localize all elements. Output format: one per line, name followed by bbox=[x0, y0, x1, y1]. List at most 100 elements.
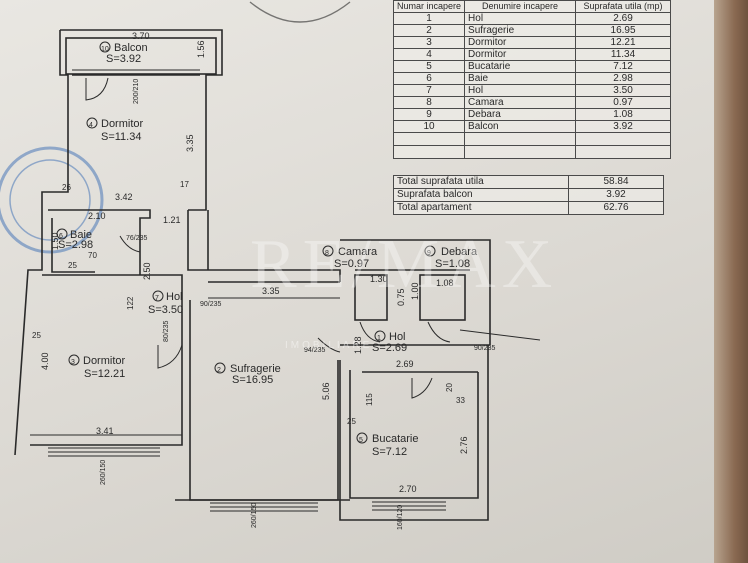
cell-name: Bucatarie bbox=[464, 60, 577, 73]
dimension-labels: 3.70 1.56 3.35 3.42 2.10 1.21 1.50 2.50 … bbox=[32, 31, 496, 530]
dim-label: 1.30 bbox=[370, 274, 388, 284]
room-10: 10 Balcon S=3.92 bbox=[99, 41, 148, 65]
room-name: Debara bbox=[441, 246, 478, 258]
dim-label: 260/150 bbox=[251, 503, 258, 528]
dim-label: 90/235 bbox=[200, 301, 222, 308]
watermark-logo: RE/MAX bbox=[250, 226, 559, 303]
room-name: Baie bbox=[70, 229, 92, 241]
background-edge bbox=[714, 0, 748, 563]
dim-label: 4.00 bbox=[40, 352, 50, 370]
cell-area: 1.08 bbox=[575, 108, 672, 121]
cell-area: 3.92 bbox=[575, 120, 672, 133]
dim-label: 200/210 bbox=[133, 79, 140, 104]
cell-area: 12.21 bbox=[575, 36, 672, 49]
room-area: S=12.21 bbox=[84, 368, 125, 380]
stamp-left bbox=[0, 146, 104, 254]
cell-area: 7.12 bbox=[575, 60, 672, 73]
table-blank-row bbox=[392, 132, 672, 146]
room-8: 8 Camara S=0.97 bbox=[322, 245, 378, 270]
room-area: S=3.50 bbox=[148, 304, 183, 316]
dim-label: 25 bbox=[68, 261, 77, 270]
room-area: S=0.97 bbox=[334, 258, 369, 270]
room-name: Dormitor bbox=[83, 355, 126, 367]
col-header-name: Denumire incapere bbox=[464, 0, 577, 13]
dim-label: 2.76 bbox=[459, 436, 469, 454]
totals-label: Suprafata balcon bbox=[393, 188, 569, 202]
dim-label: 260/150 bbox=[100, 460, 107, 485]
totals-label: Total suprafata utila bbox=[393, 175, 569, 189]
room-name: Bucatarie bbox=[372, 433, 418, 445]
room-area: S=2.98 bbox=[58, 239, 93, 251]
room-area: S=11.34 bbox=[101, 131, 141, 143]
room-area: S=2.69 bbox=[372, 342, 407, 354]
cell-name: Debara bbox=[464, 108, 577, 121]
dim-label: 1.28 bbox=[353, 336, 363, 354]
dim-label: 25 bbox=[32, 331, 41, 340]
room-7: 7 Hol S=3.50 bbox=[148, 290, 183, 316]
dim-label: 2.69 bbox=[396, 359, 414, 369]
room-2: 2 Sufragerie S=16.95 bbox=[214, 362, 281, 386]
cell-number: 7 bbox=[392, 84, 466, 97]
table-header-row: Numar incapere Denumire incapere Suprafa… bbox=[392, 0, 672, 13]
dim-label: 70 bbox=[88, 251, 97, 260]
cell-name: Sufragerie bbox=[464, 24, 577, 37]
room-area: S=1.08 bbox=[435, 258, 470, 270]
cell-area: 2.69 bbox=[575, 12, 672, 25]
room-num: 2 bbox=[217, 367, 221, 374]
dim-label: 160/120 bbox=[397, 505, 404, 530]
dim-label: 1.50 bbox=[50, 232, 60, 250]
cell-name: Hol bbox=[464, 12, 577, 25]
room-name: Dormitor bbox=[101, 118, 144, 130]
room-num: 6 bbox=[59, 233, 63, 240]
col-header-area: Suprafata utila (mp) bbox=[575, 0, 672, 13]
dim-label: 80/235 bbox=[163, 320, 170, 342]
room-3: 3 Dormitor S=12.21 bbox=[68, 354, 126, 380]
room-5: 5 Bucatarie S=7.12 bbox=[356, 432, 418, 458]
room-name: Camara bbox=[338, 246, 378, 258]
cell-number: 5 bbox=[392, 60, 466, 73]
stamp-top bbox=[249, 1, 351, 23]
dim-label: 3.70 bbox=[132, 31, 150, 41]
room-6: 6 Baie S=2.98 bbox=[56, 228, 93, 251]
room-num: 7 bbox=[155, 295, 159, 302]
dim-label: 1.56 bbox=[196, 40, 206, 58]
dim-label: 2.70 bbox=[399, 484, 417, 494]
room-labels: 10 Balcon S=3.92 4 Dormitor S=11.34 6 Ba… bbox=[56, 41, 478, 458]
dim-label: 5.06 bbox=[321, 382, 331, 400]
room-name: Hol bbox=[389, 331, 406, 343]
dim-label: 122 bbox=[126, 296, 135, 310]
room-area: S=3.92 bbox=[106, 53, 141, 65]
room-num: 10 bbox=[101, 46, 109, 53]
room-num: 4 bbox=[89, 122, 93, 129]
room-num: 9 bbox=[427, 250, 431, 257]
dim-label: 76/235 bbox=[126, 235, 148, 242]
cell-number: 1 bbox=[392, 12, 466, 25]
dim-label: 0.75 bbox=[396, 288, 406, 306]
table-blank-row bbox=[392, 145, 672, 159]
room-name: Balcon bbox=[114, 42, 148, 54]
dim-label: 3.42 bbox=[115, 192, 133, 202]
windows bbox=[48, 447, 446, 512]
dim-label: 33 bbox=[456, 396, 465, 405]
dim-label: 20 bbox=[445, 383, 454, 392]
cell-name: Camara bbox=[464, 96, 577, 109]
room-area-table: Numar incapere Denumire incapere Suprafa… bbox=[392, 0, 672, 159]
dim-label: 2.50 bbox=[142, 262, 152, 280]
dim-label: 2.10 bbox=[88, 211, 106, 221]
cell-number: 6 bbox=[392, 72, 466, 85]
dim-label: 3.41 bbox=[96, 426, 114, 436]
room-4: 4 Dormitor S=11.34 bbox=[86, 117, 144, 143]
totals-value: 3.92 bbox=[568, 188, 664, 202]
